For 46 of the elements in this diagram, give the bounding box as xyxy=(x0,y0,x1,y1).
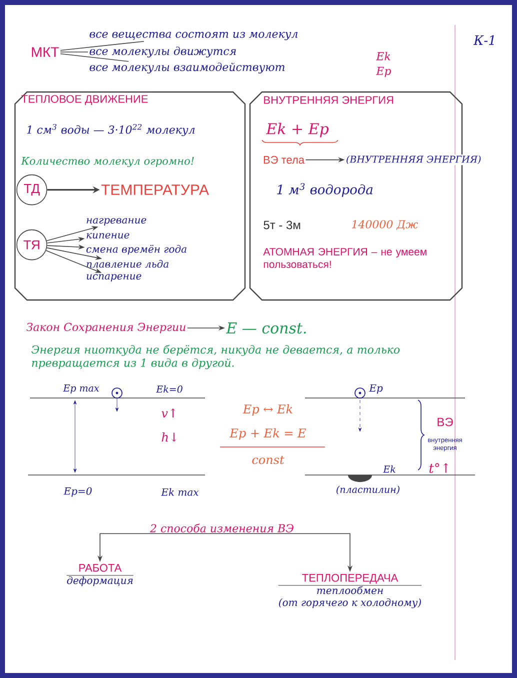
symbol: Ep max xyxy=(63,384,100,394)
symbol: Ek max xyxy=(161,488,199,496)
circled-label: ТЯ xyxy=(16,229,48,260)
formula-text: Ek + Ep xyxy=(266,122,329,138)
term: ТЕМПЕРАТУРА xyxy=(101,184,209,196)
formula-text: E — const. xyxy=(226,322,306,334)
law-title: Закон Сохранения Энергии xyxy=(26,322,186,334)
branch-term: РАБОТА деформация xyxy=(66,564,134,586)
note: 140000 Дж xyxy=(352,220,418,230)
statement: все молекулы взаимодействуют xyxy=(90,62,284,74)
rule-text: Энергия ниоткуда не берётся, никуда не девается, а только превращается из 1 вида в другой. xyxy=(31,344,400,370)
symbol: h↓ xyxy=(162,432,176,442)
formula-text: Ep ↔ Ek xyxy=(242,404,292,416)
note: АТОМНАЯ ЭНЕРГИЯ – не умеем пользоваться! xyxy=(263,248,426,268)
circled-label: ТД xyxy=(16,174,48,206)
branch-term: ТЕПЛОПЕРЕДАЧА теплообмен (от горячего к холодному) xyxy=(278,574,422,608)
statement: все молекулы движутся xyxy=(90,46,236,58)
list-item: испарение xyxy=(86,274,142,282)
heading: 2 способа изменения ВЭ xyxy=(150,524,294,532)
note: Количество молекул огромно! xyxy=(21,157,194,167)
symbol: Ek=0 xyxy=(156,385,182,393)
abbreviation: МКТ xyxy=(32,47,59,57)
symbol: Ep xyxy=(369,384,383,394)
formula-text: Ep + Ek = E xyxy=(230,428,306,440)
list-item: кипение xyxy=(86,233,130,239)
symbol: v↑ xyxy=(162,408,176,418)
symbol: Ep xyxy=(376,66,391,78)
symbol: Ek xyxy=(376,52,390,60)
term: (ВНУТРЕННЯЯ ЭНЕРГИЯ) xyxy=(345,154,482,166)
statement: все вещества состоят из молекул xyxy=(90,32,298,40)
formula-text: const xyxy=(252,456,284,464)
symbol: t°↑ xyxy=(429,463,449,473)
note: 5т - 3м xyxy=(264,220,300,230)
term: ВЭ тела xyxy=(264,156,304,164)
list-item: плавление льда xyxy=(86,260,168,268)
symbol: Ek xyxy=(383,465,396,473)
list-item: смена времён года xyxy=(86,244,186,255)
note: (пластилин) xyxy=(336,486,400,494)
panel-heading: ВНУТРЕННЯЯ ЭНЕРГИЯ xyxy=(264,96,394,104)
symbol: ВЭ xyxy=(438,418,453,426)
panel-heading: ТЕПЛОВОЕ ДВИЖЕНИЕ xyxy=(21,95,148,105)
note: 1 см$^{3}$ воды — 3·10$^{22}$ молекул xyxy=(26,124,195,136)
list-item: нагревание xyxy=(86,218,146,226)
note: 1 м$^{3}$ водорода xyxy=(277,183,373,197)
page-number: К-1 xyxy=(473,35,494,45)
symbol: Ep=0 xyxy=(64,487,92,497)
